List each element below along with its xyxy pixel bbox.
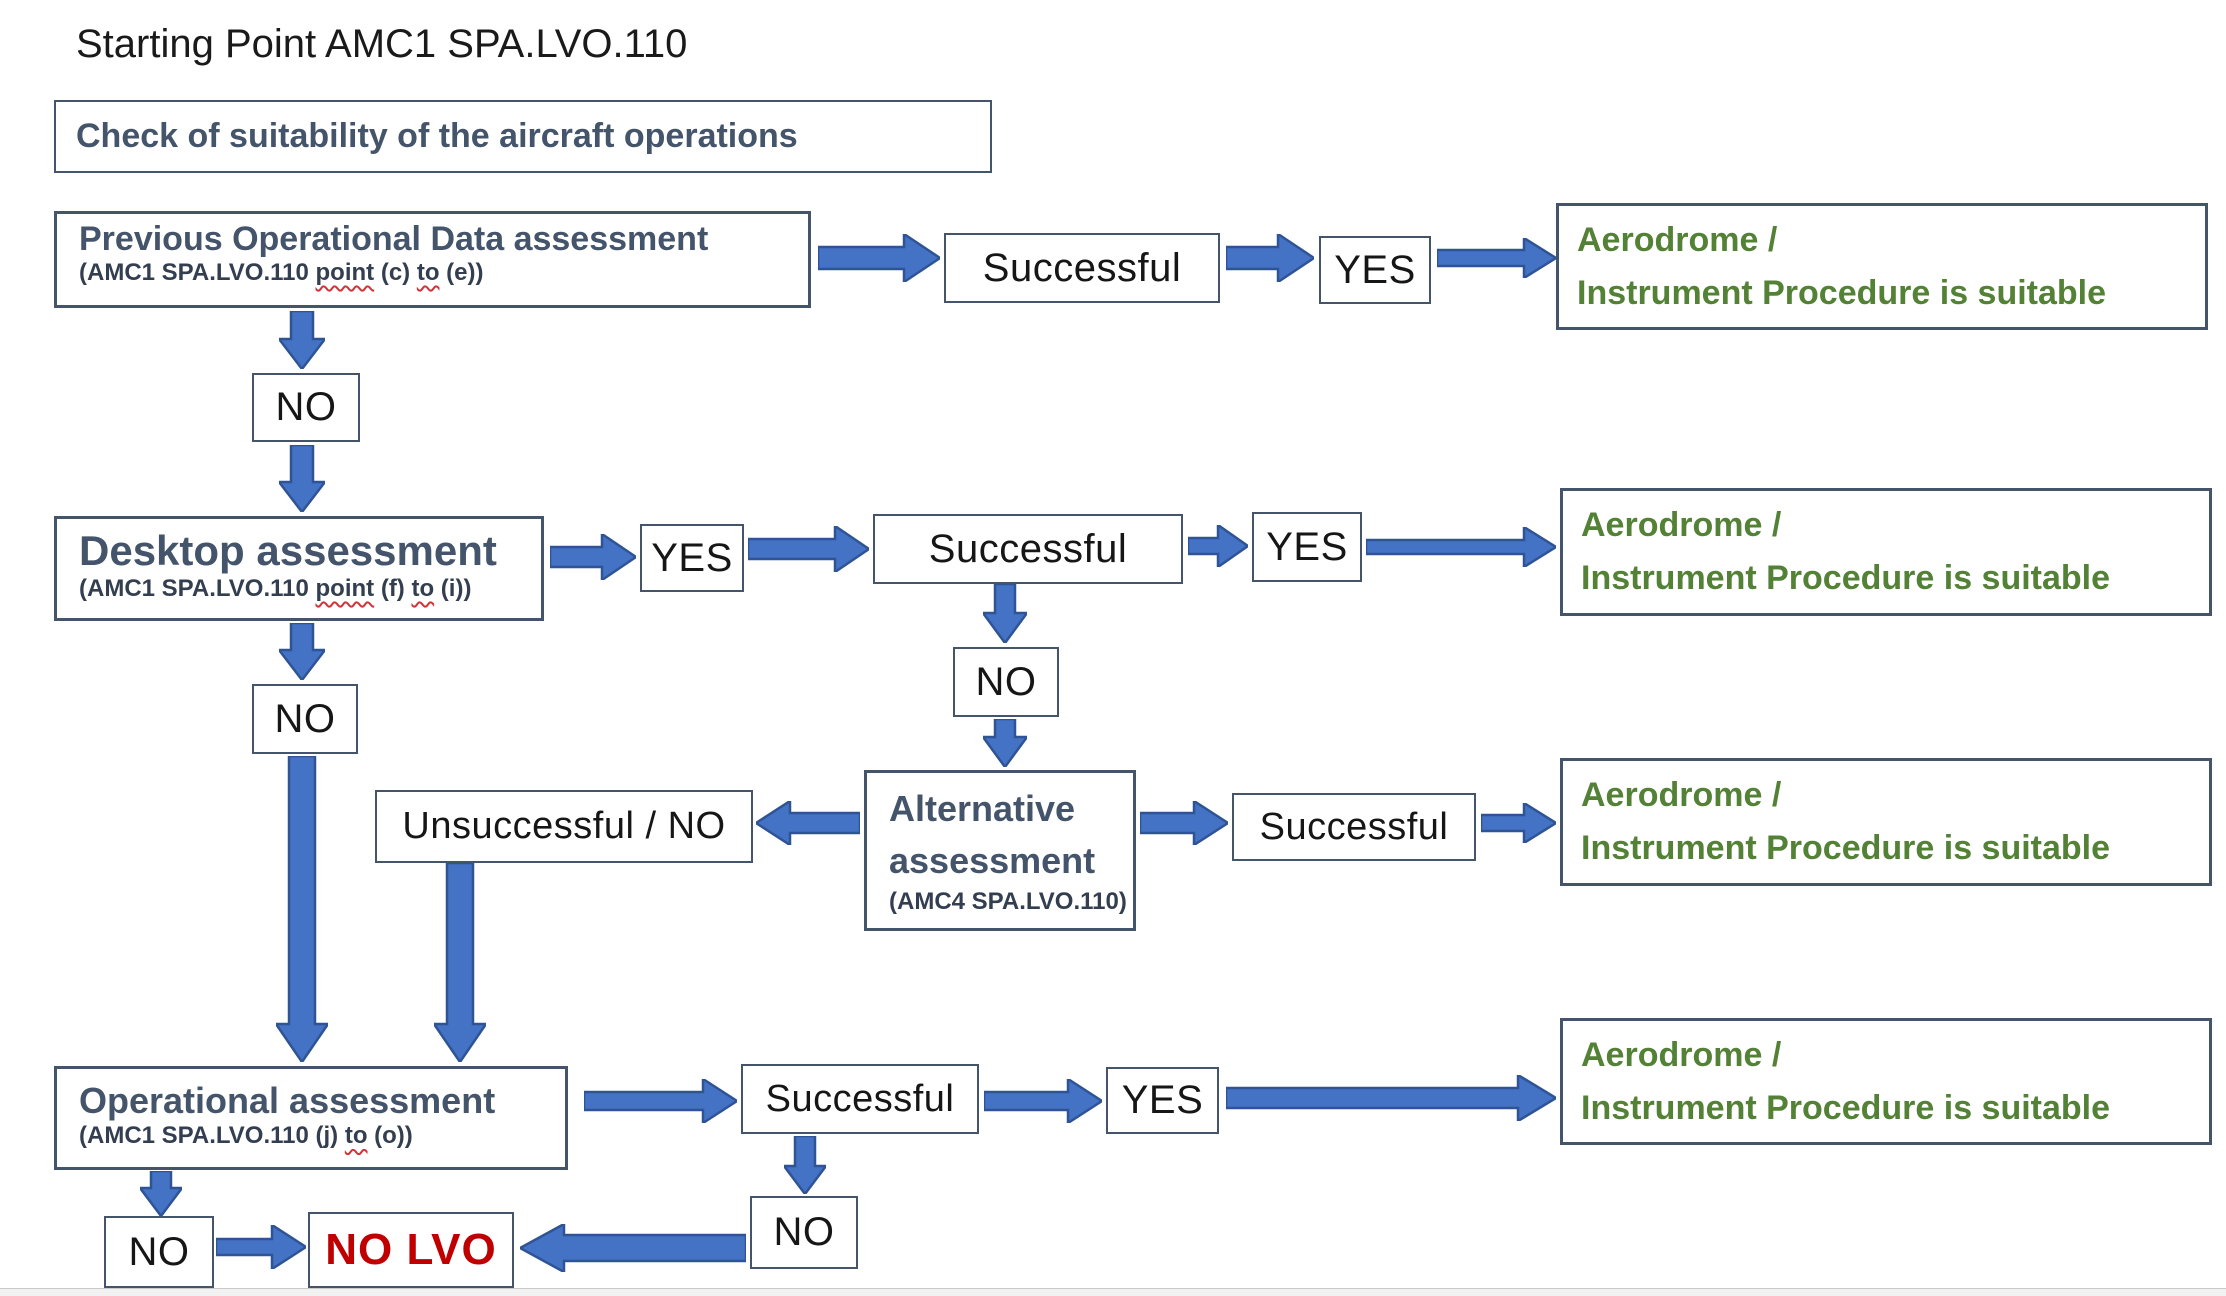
outcome-box-4: Aerodrome / Instrument Procedure is suit… — [1560, 1018, 2212, 1145]
check-suitability-box: Check of suitability of the aircraft ope… — [54, 100, 992, 173]
arrow-alternative-to-unsuccessful — [753, 798, 862, 848]
successful-box-3: Successful — [1232, 793, 1476, 861]
arrow-no3-to-operational — [273, 754, 331, 1065]
previous-assessment-reference: (AMC1 SPA.LVO.110 point (c) to (e)) — [79, 259, 484, 287]
no-box-1: NO — [252, 373, 360, 442]
check-suitability-label: Check of suitability of the aircraft ope… — [76, 117, 798, 155]
no-lvo-box: NO LVO — [308, 1212, 514, 1288]
previous-assessment-title: Previous Operational Data assessment — [79, 220, 709, 258]
arrow-operational-to-no4 — [137, 1169, 185, 1219]
yes-box-4: YES — [1106, 1067, 1219, 1134]
no-box-5: NO — [750, 1196, 858, 1269]
arrow-no4-to-nolvo — [214, 1222, 309, 1272]
alternative-assessment-title-line1: Alternative — [889, 788, 1076, 829]
outcome-line1: Aerodrome / — [1577, 220, 1778, 259]
outcome-line2: Instrument Procedure is suitable — [1581, 829, 2111, 867]
desktop-assessment-box: Desktop assessment (AMC1 SPA.LVO.110 poi… — [54, 516, 544, 621]
outcome-line2: Instrument Procedure is suitable — [1581, 559, 2111, 597]
arrow-successful2-to-no2 — [980, 582, 1030, 646]
outcome-line2: Instrument Procedure is suitable — [1581, 1088, 2111, 1127]
operational-assessment-box: Operational assessment (AMC1 SPA.LVO.110… — [54, 1066, 568, 1170]
alternative-assessment-reference: (AMC4 SPA.LVO.110) — [889, 888, 1127, 916]
outcome-line1: Aerodrome / — [1581, 506, 1782, 545]
arrow-desktop-to-yes2 — [548, 531, 639, 583]
operational-assessment-reference: (AMC1 SPA.LVO.110 (j) to (o)) — [79, 1122, 413, 1150]
spellcheck-word: point — [315, 259, 375, 287]
desktop-assessment-title: Desktop assessment — [79, 527, 497, 574]
outcome-box-3: Aerodrome / Instrument Procedure is suit… — [1560, 758, 2212, 886]
arrow-yes3-to-outcome2 — [1364, 524, 1559, 570]
yes-box-2: YES — [640, 524, 744, 592]
arrow-previous-to-successful1 — [816, 231, 943, 285]
outcome-line1: Aerodrome / — [1581, 1035, 1782, 1074]
arrow-successful1-to-yes1 — [1224, 231, 1317, 285]
successful-box-4: Successful — [741, 1064, 979, 1134]
arrow-successful4-to-yes4 — [982, 1076, 1105, 1126]
window-bottom-edge — [0, 1288, 2226, 1296]
alternative-assessment-title-line2: assessment — [889, 840, 1096, 882]
spellcheck-word: point — [315, 575, 375, 603]
arrow-no1-to-desktop — [276, 443, 328, 515]
arrow-yes4-to-outcome4 — [1224, 1072, 1559, 1124]
no-box-2: NO — [953, 647, 1059, 717]
yes-box-3: YES — [1252, 512, 1362, 582]
spellcheck-word: to — [411, 575, 435, 603]
arrow-yes2-to-successful2 — [746, 523, 872, 575]
no-box-3: NO — [252, 684, 358, 754]
successful-box-1: Successful — [944, 233, 1220, 303]
outcome-box-1: Aerodrome / Instrument Procedure is suit… — [1556, 203, 2208, 330]
desktop-assessment-reference: (AMC1 SPA.LVO.110 point (f) to (i)) — [79, 575, 472, 603]
arrow-successful3-to-outcome3 — [1479, 800, 1559, 846]
spellcheck-word: to — [416, 259, 440, 287]
page-title: Starting Point AMC1 SPA.LVO.110 — [76, 22, 688, 66]
spellcheck-word: to — [344, 1122, 368, 1150]
arrow-operational-to-successful4 — [582, 1076, 740, 1126]
unsuccessful-no-box: Unsuccessful / NO — [375, 790, 753, 863]
previous-operational-data-assessment-box: Previous Operational Data assessment (AM… — [54, 211, 811, 308]
arrow-previous-to-no1 — [276, 309, 328, 372]
arrow-unsuccessful-to-operational — [431, 861, 489, 1065]
arrow-no2-to-alternative — [980, 717, 1030, 770]
operational-assessment-title: Operational assessment — [79, 1080, 496, 1121]
arrow-yes1-to-outcome1 — [1435, 235, 1559, 281]
arrow-desktop-to-no3 — [276, 621, 328, 683]
alternative-assessment-box: Alternative assessment (AMC4 SPA.LVO.110… — [864, 770, 1136, 931]
outcome-line2: Instrument Procedure is suitable — [1577, 273, 2107, 312]
arrow-successful2-to-yes3 — [1186, 522, 1251, 570]
outcome-line1: Aerodrome / — [1581, 776, 1782, 815]
arrow-alternative-to-successful3 — [1138, 798, 1231, 848]
arrow-no5-to-nolvo — [517, 1221, 748, 1275]
outcome-box-2: Aerodrome / Instrument Procedure is suit… — [1560, 488, 2212, 616]
arrow-successful4-to-no5 — [781, 1134, 829, 1197]
no-box-4: NO — [104, 1216, 214, 1288]
yes-box-1: YES — [1319, 236, 1431, 304]
successful-box-2: Successful — [873, 514, 1183, 584]
